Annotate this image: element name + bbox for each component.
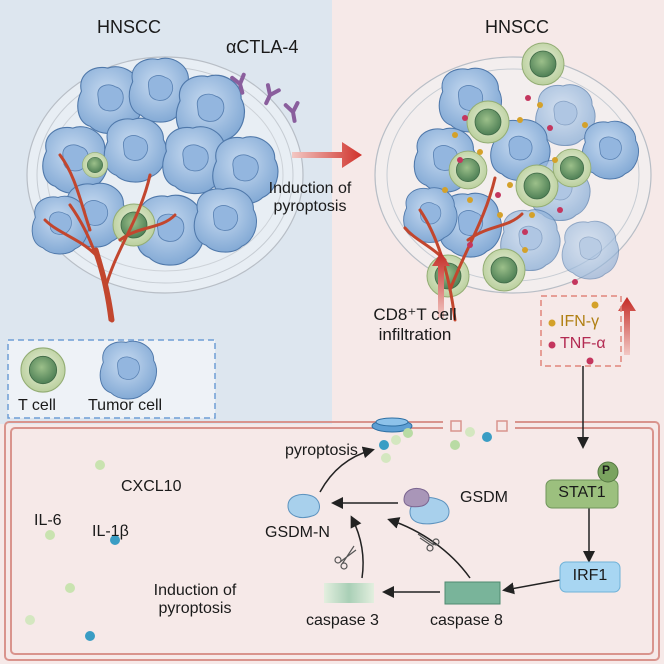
caspase8-label: caspase 8 [430,612,503,629]
caspase3-label: caspase 3 [306,612,379,629]
induction-arrow [292,142,362,168]
cytokine-up-arrow [618,297,636,355]
irf1-label: IRF1 [572,567,608,584]
arrow-label: Induction of pyroptosis [268,180,352,216]
right-title: HNSCC [485,17,550,37]
legend-tumor-label: Tumor cell [88,397,163,414]
il1b-label: IL-1β [92,523,129,540]
induction-cell-label: Induction of pyroptosis [153,582,237,618]
right-tumor-mass [374,42,652,322]
caspase8-box [444,581,501,605]
infiltration-up-arrow [432,252,450,318]
stat1-label: STAT1 [558,484,606,501]
gsdm-label: GSDM [460,489,508,506]
left-title: HNSCC [97,17,162,37]
cytokine-box [540,295,622,367]
pore-icon [371,417,413,433]
scissors-icon-1 [334,545,357,570]
scissors-icon-2 [417,533,440,552]
phospho-circle [597,461,619,483]
irf1-box [559,561,621,593]
cytokine-dots [25,427,492,641]
caspase3-box [324,583,374,603]
phospho-label: P [602,463,611,477]
antibody-label: αCTLA-4 [226,37,299,57]
cxcl10-label: CXCL10 [121,478,182,495]
tnf-label: TNF-α [560,335,606,352]
stat1-box [545,479,619,509]
infiltration-label: CD8⁺T cell infiltration [373,305,457,344]
ifn-label: IFN-γ [560,313,600,330]
gsdm-n-label: GSDM-N [265,524,330,541]
il6-label: IL-6 [34,512,62,529]
left-tumor-mass [26,56,304,323]
pyroptosis-label: pyroptosis [285,442,358,459]
legend-tcell-label: T cell [18,397,56,414]
